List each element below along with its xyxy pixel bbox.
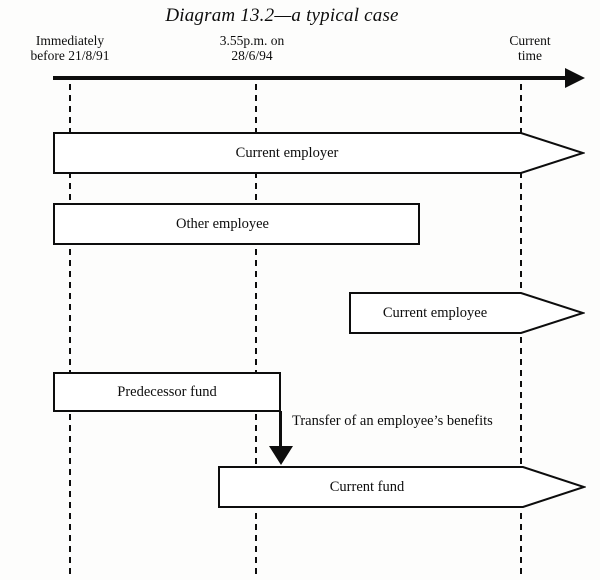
marker-label-line2: time (518, 48, 542, 63)
marker-label-line1: Current (509, 33, 551, 48)
timeline-axis (53, 76, 566, 80)
bar-label: Current employer (235, 144, 339, 161)
bar-label: Current fund (329, 478, 405, 495)
transfer-arrowhead-icon (269, 446, 293, 465)
bar-current-fund: Current fund (218, 466, 586, 508)
bar-current-employee: Current employee (349, 292, 585, 334)
timeline-arrowhead-icon (565, 68, 585, 88)
dashed-gridline-before-1991 (69, 84, 71, 578)
bar-predecessor-fund: Predecessor fund (53, 372, 281, 412)
marker-label-line1: 3.55p.m. on (219, 33, 285, 48)
bar-other-employee: Other employee (53, 203, 420, 245)
bar-label: Other employee (175, 215, 269, 232)
timeline-marker-current-time: Current time (495, 33, 565, 63)
timeline-marker-before-1991: Immediately before 21/8/91 (8, 33, 132, 63)
timeline-marker-1994: 3.55p.m. on 28/6/94 (194, 33, 310, 63)
transfer-arrow-stem (279, 411, 282, 447)
bar-label: Current employee (382, 304, 488, 321)
arrow-bar-outline (218, 466, 586, 508)
transfer-annotation: Transfer of an employee’s benefits (292, 413, 493, 429)
marker-label-line1: Immediately (35, 33, 105, 48)
bar-label: Predecessor fund (117, 383, 217, 400)
dashed-gridline-1994 (255, 84, 257, 578)
marker-label-line2: before 21/8/91 (30, 48, 110, 63)
bar-current-employer: Current employer (53, 132, 585, 174)
arrow-bar-outline (349, 292, 585, 334)
diagram-title: Diagram 13.2—a typical case (165, 5, 399, 26)
marker-label-line2: 28/6/94 (231, 48, 273, 63)
arrow-bar-outline (53, 132, 585, 174)
